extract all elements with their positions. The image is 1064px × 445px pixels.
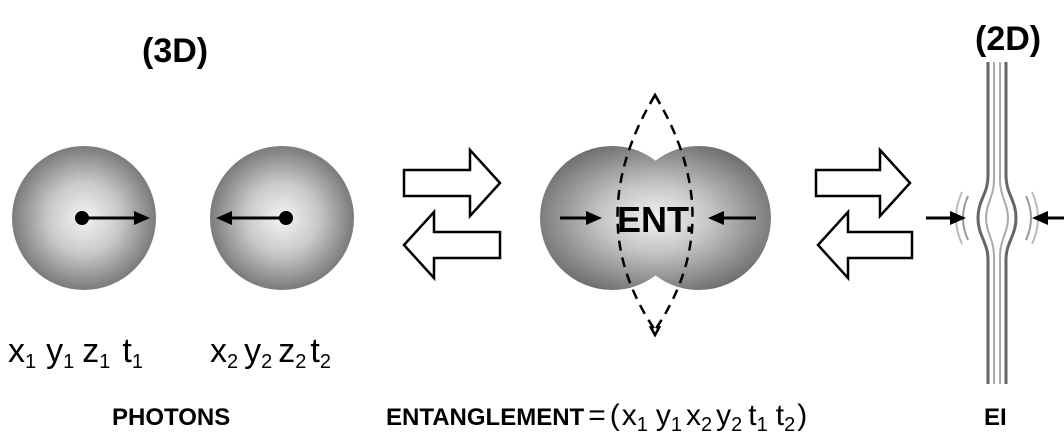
ei-tube (926, 62, 1064, 384)
entanglement-dashed-boundary-right (653, 94, 694, 331)
ei-caption: EI (984, 404, 1007, 431)
entanglement-bottom-cusp (648, 325, 662, 338)
entanglement-dashed-boundary-left (616, 94, 657, 331)
tube-wall-right-outer (1004, 62, 1018, 384)
entanglement-top-cusp (648, 92, 662, 105)
photon-1-arrowhead (134, 211, 150, 225)
right-compression-arrowhead (708, 211, 724, 225)
photon-2-origin-dot (279, 211, 293, 225)
left-compression-arrowhead (586, 211, 602, 225)
tube-wall-right-inner (999, 62, 1010, 384)
right-wave-inner (1025, 195, 1032, 241)
ei-right-arrowhead (1032, 211, 1048, 225)
photon-2 (210, 146, 354, 290)
photons-caption: PHOTONS (112, 404, 230, 431)
tube-wall-left-inner (984, 62, 995, 384)
backward-hollow-arrow-2 (816, 208, 914, 282)
photon-2-arrowhead (216, 211, 232, 225)
tube-wall-left-outer (976, 62, 990, 384)
forward-hollow-arrow-2 (814, 146, 912, 220)
photon-1-origin-dot (75, 211, 89, 225)
ei-left-arrowhead (950, 211, 966, 225)
label-3d: (3D) (142, 32, 208, 70)
backward-hollow-arrow-1 (402, 208, 502, 282)
ent-label: ENT. (617, 199, 695, 240)
forward-hollow-arrow-1 (402, 146, 502, 220)
entangled-pair: ENT. (540, 92, 771, 338)
photon-1 (12, 146, 156, 290)
label-2d: (2D) (975, 20, 1041, 58)
